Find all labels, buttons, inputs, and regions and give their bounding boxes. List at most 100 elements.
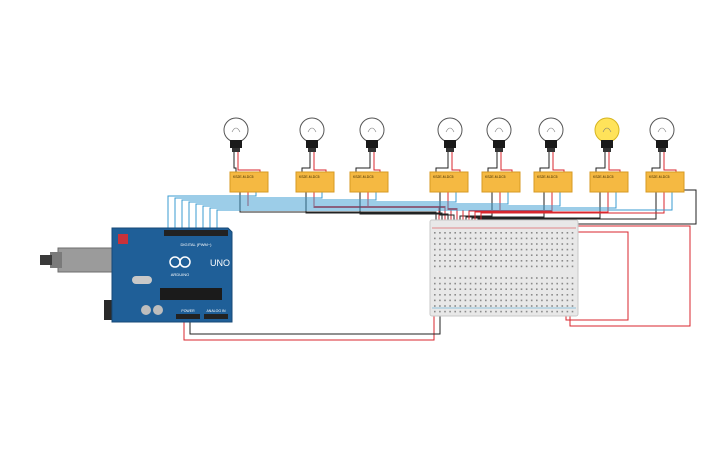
breadboard-hole[interactable] [495,237,497,240]
breadboard-hole[interactable] [444,282,446,285]
breadboard-hole[interactable] [566,232,569,234]
breadboard-hole[interactable] [536,237,538,240]
breadboard-hole[interactable] [500,265,502,268]
breadboard-hole[interactable] [454,265,456,268]
breadboard-hole[interactable] [500,310,502,313]
breadboard-hole[interactable] [434,282,436,285]
breadboard-hole[interactable] [469,299,472,302]
breadboard-hole[interactable] [495,277,497,279]
breadboard-hole[interactable] [469,305,472,307]
breadboard-hole[interactable] [459,254,462,256]
breadboard-hole[interactable] [520,305,523,307]
breadboard-hole[interactable] [474,282,477,285]
breadboard-hole[interactable] [490,265,492,268]
breadboard-hole[interactable] [474,260,477,262]
breadboard-hole[interactable] [434,237,436,240]
breadboard-hole[interactable] [449,232,451,234]
breadboard-hole[interactable] [536,265,538,268]
breadboard-hole[interactable] [571,277,574,279]
breadboard-hole[interactable] [525,237,528,240]
breadboard-hole[interactable] [520,288,523,290]
breadboard-hole[interactable] [449,248,451,251]
breadboard-hole[interactable] [530,294,533,296]
breadboard-hole[interactable] [566,288,569,290]
breadboard-hole[interactable] [546,310,548,313]
breadboard-hole[interactable] [464,243,467,245]
breadboard-hole[interactable] [556,277,558,279]
breadboard-hole[interactable] [434,305,436,307]
breadboard-hole[interactable] [536,310,538,313]
breadboard-hole[interactable] [556,237,558,240]
breadboard-hole[interactable] [571,254,574,256]
breadboard-hole[interactable] [479,243,482,245]
breadboard-hole[interactable] [541,237,543,240]
breadboard-hole[interactable] [454,243,456,245]
breadboard-hole[interactable] [566,265,569,268]
breadboard-hole[interactable] [505,305,507,307]
breadboard-hole[interactable] [510,299,513,302]
breadboard-hole[interactable] [490,299,492,302]
breadboard-hole[interactable] [500,282,502,285]
breadboard-hole[interactable] [485,294,487,296]
breadboard-hole[interactable] [469,282,472,285]
breadboard-hole[interactable] [551,294,553,296]
breadboard-hole[interactable] [530,288,533,290]
breadboard-hole[interactable] [551,260,553,262]
breadboard-hole[interactable] [449,254,451,256]
breadboard-hole[interactable] [510,265,513,268]
breadboard-hole[interactable] [541,277,543,279]
breadboard-hole[interactable] [495,243,497,245]
breadboard-hole[interactable] [474,305,477,307]
breadboard-hole[interactable] [479,310,482,313]
breadboard-hole[interactable] [561,299,564,302]
breadboard-hole[interactable] [510,260,513,262]
breadboard-hole[interactable] [541,265,543,268]
breadboard-hole[interactable] [459,237,462,240]
breadboard-hole[interactable] [444,294,446,296]
relay-module[interactable]: KS2E-M-DC5 [295,171,335,193]
breadboard-hole[interactable] [520,254,523,256]
breadboard-hole[interactable] [439,282,441,285]
breadboard-hole[interactable] [536,288,538,290]
breadboard-hole[interactable] [454,310,456,313]
breadboard-hole[interactable] [536,277,538,279]
breadboard-hole[interactable] [495,282,497,285]
breadboard-hole[interactable] [571,282,574,285]
breadboard-hole[interactable] [469,294,472,296]
light-bulb-icon[interactable] [538,117,564,152]
breadboard-hole[interactable] [541,282,543,285]
breadboard-hole[interactable] [536,254,538,256]
breadboard-hole[interactable] [546,282,548,285]
breadboard-hole[interactable] [464,310,467,313]
breadboard-hole[interactable] [505,237,507,240]
breadboard-hole[interactable] [469,232,472,234]
relay-module[interactable]: KS2E-M-DC5 [589,171,629,193]
breadboard-hole[interactable] [510,277,513,279]
breadboard-hole[interactable] [495,254,497,256]
breadboard-hole[interactable] [515,243,518,245]
breadboard-hole[interactable] [505,282,507,285]
breadboard-hole[interactable] [500,232,502,234]
breadboard-hole[interactable] [485,282,487,285]
breadboard-hole[interactable] [525,265,528,268]
breadboard-hole[interactable] [551,248,553,251]
breadboard-hole[interactable] [536,243,538,245]
breadboard-hole[interactable] [515,288,518,290]
breadboard-hole[interactable] [434,265,436,268]
breadboard-hole[interactable] [566,305,569,307]
relay-module[interactable]: KS2E-M-DC5 [229,171,269,193]
breadboard-hole[interactable] [479,248,482,251]
breadboard-hole[interactable] [469,277,472,279]
breadboard-hole[interactable] [515,248,518,251]
breadboard-hole[interactable] [454,260,456,262]
breadboard-hole[interactable] [566,260,569,262]
breadboard-hole[interactable] [530,282,533,285]
breadboard-hole[interactable] [556,288,558,290]
breadboard-hole[interactable] [515,237,518,240]
breadboard-hole[interactable] [536,260,538,262]
breadboard-hole[interactable] [515,294,518,296]
breadboard-hole[interactable] [525,299,528,302]
breadboard-hole[interactable] [510,248,513,251]
breadboard-hole[interactable] [474,254,477,256]
breadboard-hole[interactable] [449,299,451,302]
